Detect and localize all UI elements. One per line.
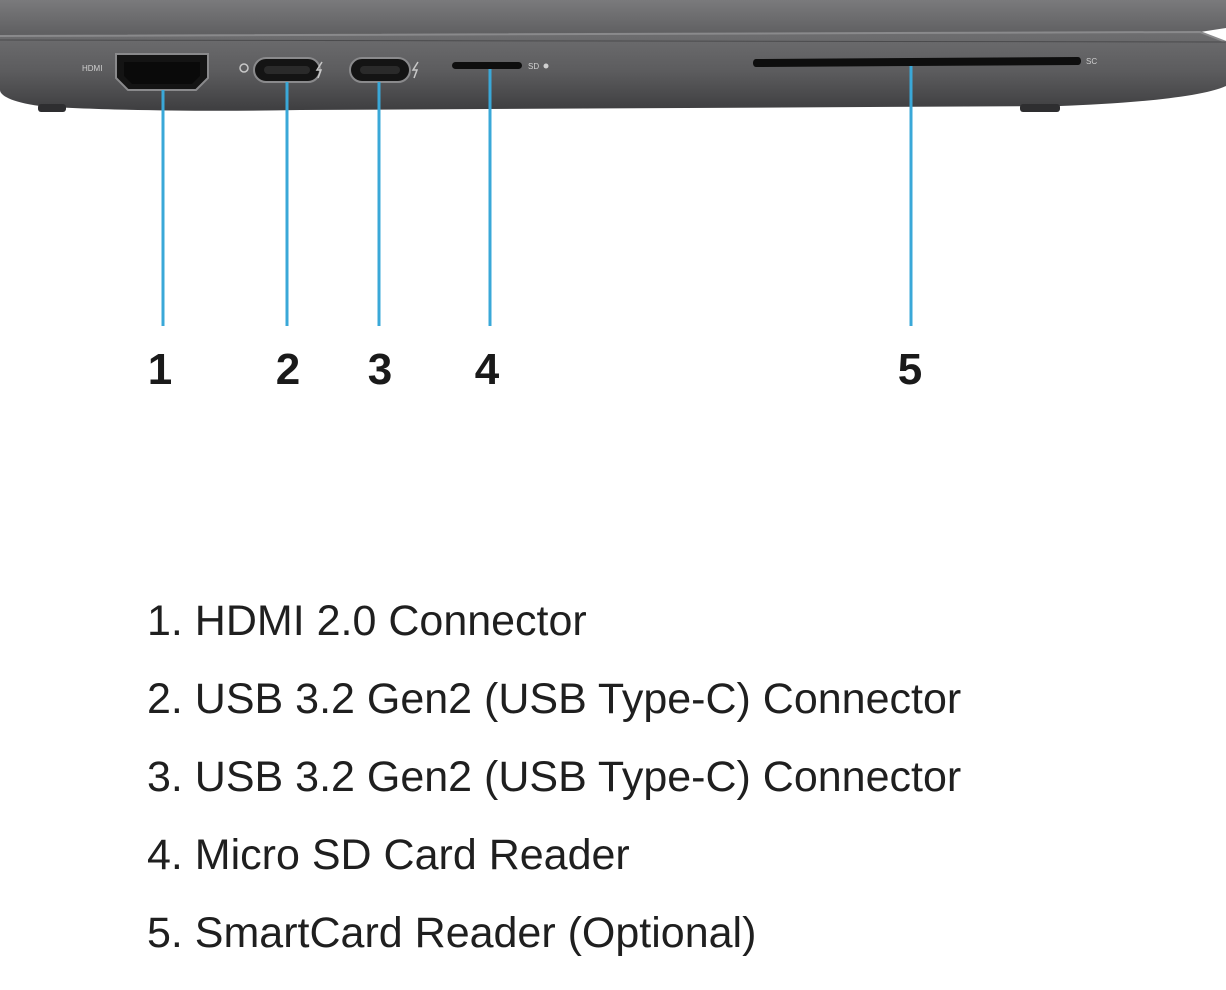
laptop-chassis [0, 0, 1226, 112]
power-delivery-icon [239, 63, 249, 73]
callout-number-5: 5 [897, 345, 923, 394]
legend-item-5: 5. SmartCard Reader (Optional) [147, 909, 757, 957]
legend-item-4: 4. Micro SD Card Reader [147, 831, 630, 879]
legend-item-2: 2. USB 3.2 Gen2 (USB Type-C) Connector [147, 675, 962, 723]
callout-number-1: 1 [147, 345, 173, 394]
callout-number-2: 2 [275, 345, 301, 394]
port-legend: 1. HDMI 2.0 Connector 2. USB 3.2 Gen2 (U… [147, 600, 961, 990]
sd-slot-label: SD [528, 62, 539, 71]
hdmi-port-label: HDMI [82, 64, 102, 73]
legend-item-3: 3. USB 3.2 Gen2 (USB Type-C) Connector [147, 753, 962, 801]
legend-item-1: 1. HDMI 2.0 Connector [147, 597, 587, 645]
callout-number-3: 3 [367, 345, 393, 394]
sd-lock-icon [543, 63, 549, 69]
usb-c-port-2 [349, 57, 419, 83]
smartcard-slot: SC [753, 57, 1097, 67]
smartcard-slot-label: SC [1086, 57, 1097, 66]
micro-sd-slot: SD [452, 62, 549, 71]
thunderbolt-icon [315, 61, 323, 79]
laptop-side-view: HDMI SD SC [0, 0, 1226, 326]
callout-number-4: 4 [474, 345, 500, 394]
thunderbolt-icon [411, 61, 419, 79]
leader-lines [161, 66, 913, 326]
hdmi-port: HDMI [82, 53, 209, 91]
